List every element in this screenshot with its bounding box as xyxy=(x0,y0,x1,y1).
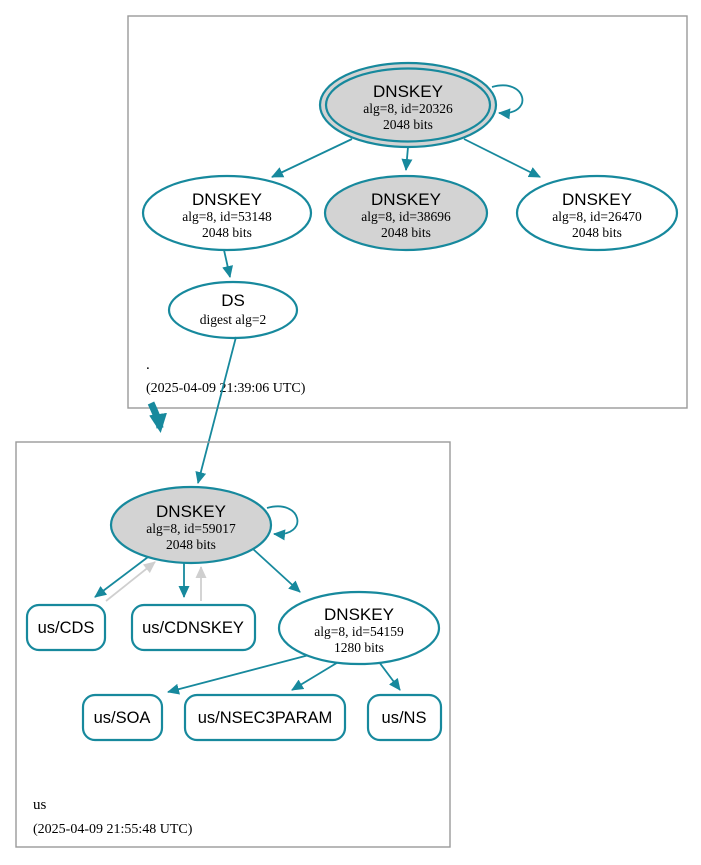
dnskey-54159-size: 1280 bits xyxy=(334,640,384,655)
edge-ksk59017-to-zsk54159 xyxy=(252,548,301,593)
dnskey-38696-detail: alg=8, id=38696 xyxy=(361,209,451,224)
rrset-node-us-nsec3param[interactable]: us/NSEC3PARAM xyxy=(183,693,347,742)
dnskey-38696-title: DNSKEY xyxy=(371,190,441,209)
dnskey-59017-detail: alg=8, id=59017 xyxy=(146,521,236,536)
edge-ksk20326-self-loop xyxy=(491,84,524,120)
dnskey-59017-size: 2048 bits xyxy=(166,537,216,552)
edge-ksk20326-to-zsk26470 xyxy=(463,138,541,178)
dnskey-20326-inner-ellipse xyxy=(324,67,492,143)
rrset-node-us-ns[interactable]: us/NS xyxy=(366,693,443,742)
dnskey-59017-title: DNSKEY xyxy=(156,502,226,521)
edge-ksk59017-self-loop xyxy=(266,505,299,541)
us-zone-timestamp: (2025-04-09 21:55:48 UTC) xyxy=(33,822,193,837)
dnskey-node-26470[interactable]: DNSKEY alg=8, id=26470 2048 bits xyxy=(515,174,679,252)
dnskey-38696-ellipse xyxy=(323,174,489,252)
edge-root-zone-to-us-zone-delegation xyxy=(147,401,167,433)
edge-cds-to-ksk59017 xyxy=(105,561,156,602)
us-cds-label: us/CDS xyxy=(38,619,95,637)
dnskey-54159-detail: alg=8, id=54159 xyxy=(314,624,404,639)
rrset-node-us-cds[interactable]: us/CDS xyxy=(25,603,107,652)
edge-ksk20326-to-zsk38696 xyxy=(401,146,413,171)
dnskey-26470-ellipse xyxy=(515,174,679,252)
dnskey-node-53148[interactable]: DNSKEY alg=8, id=53148 2048 bits xyxy=(141,174,313,252)
edge-zsk54159-to-soa xyxy=(167,654,310,695)
dnskey-20326-size: 2048 bits xyxy=(383,117,433,132)
us-zone-border xyxy=(15,441,451,848)
dnskey-26470-title: DNSKEY xyxy=(562,190,632,209)
dnskey-54159-title: DNSKEY xyxy=(324,605,394,624)
us-nsec3param-label: us/NSEC3PARAM xyxy=(198,709,332,727)
dnskey-53148-detail: alg=8, id=53148 xyxy=(182,209,272,224)
us-soa-label: us/SOA xyxy=(94,709,151,727)
dnskey-20326-detail: alg=8, id=20326 xyxy=(363,101,453,116)
us-ns-rect xyxy=(366,693,443,742)
dnskey-53148-ellipse xyxy=(141,174,313,252)
dnskey-20326-title: DNSKEY xyxy=(373,82,443,101)
edge-ds-to-dnskey59017 xyxy=(195,336,237,484)
dnskey-node-59017[interactable]: DNSKEY alg=8, id=59017 2048 bits xyxy=(109,485,273,565)
dnskey-59017-ellipse xyxy=(109,485,273,565)
us-cdnskey-rect xyxy=(130,603,257,652)
ds-title: DS xyxy=(221,291,245,310)
root-zone-timestamp: (2025-04-09 21:39:06 UTC) xyxy=(146,381,306,396)
dnskey-54159-ellipse xyxy=(277,590,441,666)
dnskey-node-20326[interactable]: DNSKEY alg=8, id=20326 2048 bits xyxy=(318,61,498,149)
us-cdnskey-label: us/CDNSKEY xyxy=(142,619,244,637)
dnskey-node-38696[interactable]: DNSKEY alg=8, id=38696 2048 bits xyxy=(323,174,489,252)
dnskey-53148-title: DNSKEY xyxy=(192,190,262,209)
root-zone-group: . (2025-04-09 21:39:06 UTC) DNSKEY alg=8… xyxy=(127,15,688,409)
dnskey-26470-size: 2048 bits xyxy=(572,225,622,240)
ds-node[interactable]: DS digest alg=2 xyxy=(167,280,299,340)
root-zone-label: . xyxy=(146,357,150,373)
root-zone-border xyxy=(127,15,688,409)
us-ns-label: us/NS xyxy=(382,709,427,727)
us-cds-rect xyxy=(25,603,107,652)
us-nsec3param-rect xyxy=(183,693,347,742)
us-soa-rect xyxy=(81,693,164,742)
ds-ellipse xyxy=(167,280,299,340)
us-zone-label: us xyxy=(33,797,47,813)
dnskey-38696-size: 2048 bits xyxy=(381,225,431,240)
dnskey-node-54159[interactable]: DNSKEY alg=8, id=54159 1280 bits xyxy=(277,590,441,666)
dnskey-26470-detail: alg=8, id=26470 xyxy=(552,209,642,224)
rrset-node-us-soa[interactable]: us/SOA xyxy=(81,693,164,742)
edge-zsk54159-to-nsec3param xyxy=(291,660,341,691)
us-zone-group: us (2025-04-09 21:55:48 UTC) DNSKEY alg=… xyxy=(15,441,451,848)
edge-ksk20326-to-zsk53148 xyxy=(271,138,353,178)
dnskey-20326-outer-ellipse xyxy=(318,61,498,149)
edge-zsk54159-to-ns xyxy=(378,661,401,691)
rrset-node-us-cdnskey[interactable]: us/CDNSKEY xyxy=(130,603,257,652)
ds-detail: digest alg=2 xyxy=(200,312,266,327)
edge-ksk59017-to-cds xyxy=(94,556,149,598)
dnskey-53148-size: 2048 bits xyxy=(202,225,252,240)
edge-zsk53148-to-ds xyxy=(222,249,233,278)
